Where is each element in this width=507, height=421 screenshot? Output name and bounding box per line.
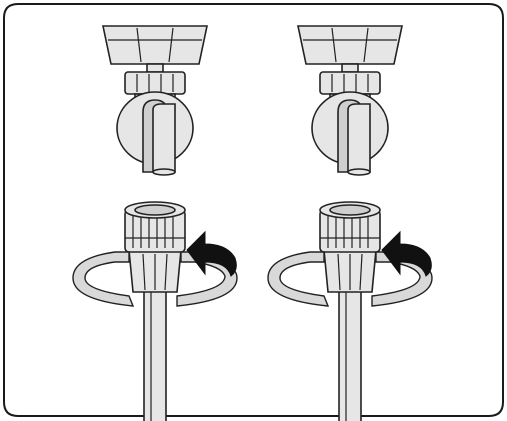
panel-right (267, 25, 433, 421)
frame-border (3, 3, 504, 417)
panel-left (72, 25, 238, 421)
